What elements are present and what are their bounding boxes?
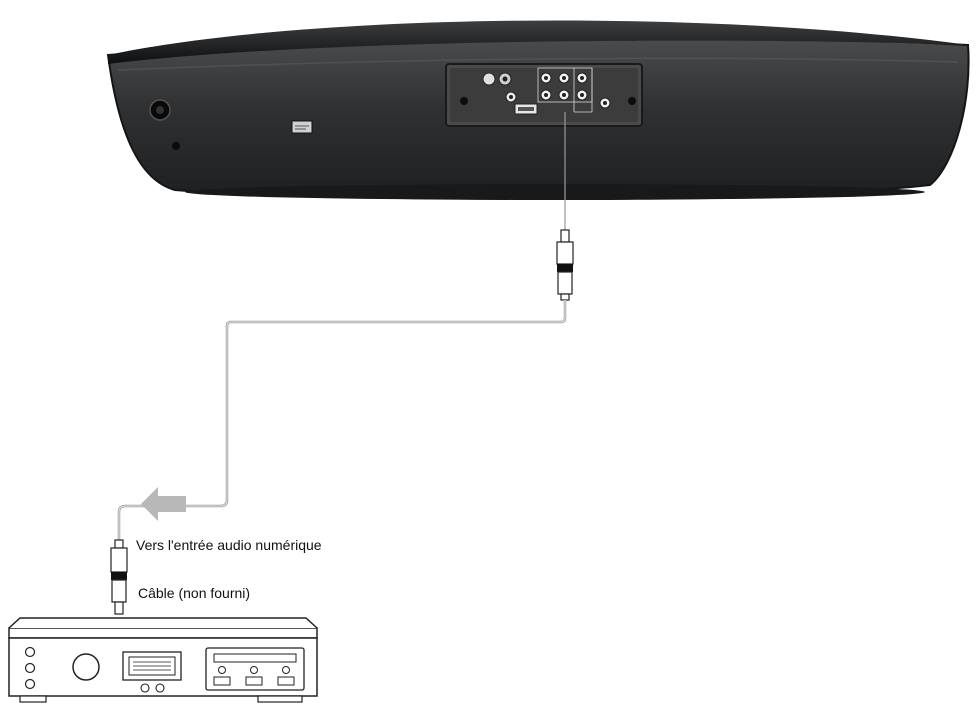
cable xyxy=(110,112,574,615)
digital-audio-input-label: Vers l'entrée audio numérique xyxy=(136,537,322,553)
volume-knob-icon xyxy=(72,653,100,681)
button-icon xyxy=(24,678,36,690)
rating-label xyxy=(291,120,313,134)
button-icon xyxy=(140,683,150,693)
screw-icon xyxy=(460,97,468,105)
soundbar-edge-highlight xyxy=(117,57,959,71)
left-arrow-icon xyxy=(141,487,186,521)
rca-plug-icon xyxy=(556,229,574,301)
rca-plug-icon xyxy=(110,539,128,615)
soundbar-top xyxy=(108,20,968,64)
button-icon xyxy=(24,646,36,658)
receiver-top xyxy=(8,627,318,639)
button-icon xyxy=(155,683,165,693)
cable-label: Câble (non fourni) xyxy=(138,585,251,601)
audio-receiver-icon xyxy=(8,617,318,703)
screw-icon xyxy=(628,97,636,105)
soundbar xyxy=(106,20,970,200)
receiver-foot xyxy=(257,695,303,703)
small-hole xyxy=(172,142,180,150)
rca-jack-icon xyxy=(540,72,588,101)
power-jack-center xyxy=(156,106,164,114)
antenna-jack-icon xyxy=(482,72,496,86)
soundbar-bottom-rim xyxy=(185,184,925,200)
button-icon xyxy=(24,662,36,674)
receiver-foot xyxy=(19,695,47,703)
